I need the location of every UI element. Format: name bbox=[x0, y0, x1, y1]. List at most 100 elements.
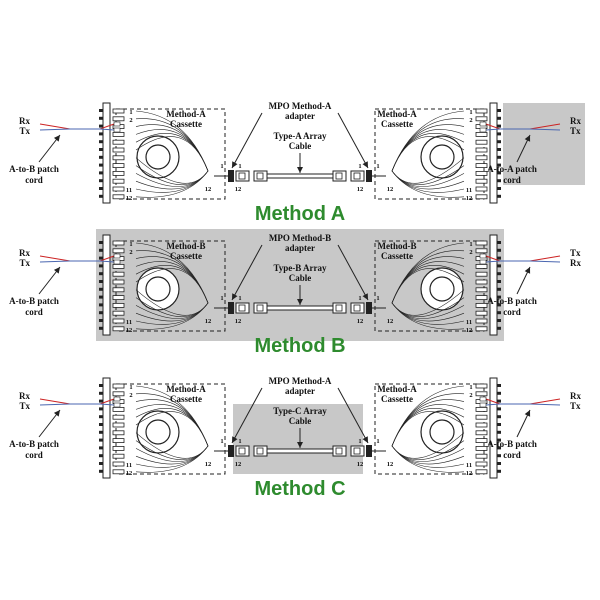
port-connector bbox=[112, 406, 125, 412]
mpo-connector bbox=[332, 302, 347, 314]
port-connector bbox=[475, 422, 488, 428]
port-connector bbox=[475, 186, 488, 192]
adapter-port-number: 1 bbox=[358, 163, 361, 170]
cord-end-label: Rx bbox=[19, 391, 30, 401]
method-title: Method A bbox=[255, 203, 345, 225]
strip-tab bbox=[497, 148, 501, 151]
strip-tab bbox=[99, 454, 103, 458]
mpo-connector bbox=[253, 445, 268, 457]
strip-tab bbox=[99, 264, 103, 268]
connector-ferrule bbox=[256, 304, 264, 312]
rack-strip bbox=[102, 234, 111, 336]
rack-strip bbox=[102, 377, 111, 479]
port-connector bbox=[112, 271, 125, 277]
port-connector bbox=[112, 279, 125, 285]
strip-tab bbox=[99, 155, 103, 159]
mpo-adapter bbox=[366, 445, 372, 457]
adapter-arrow bbox=[337, 244, 369, 301]
adapter-port-number: 12 bbox=[235, 461, 242, 468]
fan-out-fiber bbox=[135, 170, 209, 198]
mpo-adapter bbox=[228, 170, 234, 182]
strip-tab bbox=[99, 423, 103, 426]
adapter-port-number: 12 bbox=[205, 186, 212, 193]
connector-ferrule bbox=[238, 172, 246, 180]
connector-ferrule bbox=[256, 447, 264, 455]
cassette-title: Method-B bbox=[167, 241, 206, 251]
fiber-coil-inner bbox=[145, 144, 171, 170]
strip-tab bbox=[99, 171, 103, 175]
port-number: 2 bbox=[469, 392, 472, 399]
cassette-outline bbox=[115, 383, 226, 475]
arrow-shaft bbox=[231, 112, 263, 169]
fiber-coil-inner bbox=[145, 419, 171, 445]
connector-ferrule bbox=[335, 447, 343, 455]
fan-out-fiber bbox=[391, 170, 465, 198]
strip-tab bbox=[497, 303, 501, 307]
cord-arrow bbox=[38, 409, 61, 438]
strip-tab bbox=[497, 407, 501, 411]
port-connector bbox=[112, 302, 125, 308]
port-connector bbox=[475, 302, 488, 308]
strip-tab bbox=[497, 399, 501, 403]
cord-end-label: Tx bbox=[570, 248, 581, 258]
cord-plug bbox=[479, 127, 487, 133]
strip-tab bbox=[99, 303, 103, 307]
method-panel-b: 121112Method-BCassette121112Method-BCass… bbox=[9, 229, 581, 357]
port-connector bbox=[112, 287, 125, 293]
fan-out-fiber bbox=[391, 411, 465, 447]
strip-tab bbox=[497, 415, 501, 419]
strip-tab bbox=[497, 326, 501, 330]
port-connector bbox=[475, 139, 488, 145]
port-connector bbox=[475, 383, 488, 389]
strip-tab bbox=[99, 109, 103, 112]
mpo-adapter bbox=[366, 170, 372, 182]
port-connector bbox=[112, 170, 125, 176]
trunk-cable bbox=[266, 448, 334, 454]
port-connector bbox=[112, 469, 125, 475]
strip-tab bbox=[497, 187, 501, 190]
fiber-coil-inner bbox=[145, 276, 171, 302]
adapter-label: adapter bbox=[285, 386, 315, 396]
strip-tab bbox=[497, 272, 501, 276]
strip-tab bbox=[497, 311, 501, 315]
port-connector bbox=[112, 194, 125, 200]
port-number: 12 bbox=[126, 470, 133, 477]
adapter-label: MPO Method-A bbox=[269, 376, 332, 386]
strip-tab bbox=[99, 430, 103, 434]
adapter-port-number: 12 bbox=[387, 461, 394, 468]
adapter-port-number: 12 bbox=[357, 318, 364, 325]
cord-caption: cord bbox=[503, 307, 521, 317]
cord-fiber bbox=[485, 260, 561, 263]
port-connector bbox=[475, 240, 488, 246]
strip-tab bbox=[99, 384, 103, 387]
adapter-port-number: 1 bbox=[358, 295, 361, 302]
port-connector bbox=[112, 139, 125, 145]
port-connector bbox=[112, 326, 125, 332]
cord-plug bbox=[113, 396, 121, 402]
cord-plug bbox=[479, 396, 487, 402]
fiber-coil-inner bbox=[429, 144, 455, 170]
port-connector bbox=[112, 295, 125, 301]
fan-out-fiber bbox=[135, 445, 209, 473]
port-number: 2 bbox=[129, 249, 132, 256]
cord-fiber bbox=[39, 128, 115, 131]
mpo-connector bbox=[350, 302, 365, 314]
arrow-head bbox=[297, 299, 303, 305]
fan-out-fiber bbox=[135, 136, 209, 172]
cord-end-label: Rx bbox=[19, 116, 30, 126]
port-connector bbox=[475, 453, 488, 459]
port-connector bbox=[475, 406, 488, 412]
cassette-outline bbox=[374, 240, 485, 332]
mpo-connector bbox=[332, 445, 347, 457]
rack-strip bbox=[489, 102, 498, 204]
port-connector bbox=[112, 116, 125, 122]
cable-label: Type-A Array bbox=[273, 131, 327, 141]
adapter-port-number: 1 bbox=[220, 438, 223, 445]
cord-caption: A-to-B patch bbox=[487, 439, 537, 449]
port-connector bbox=[475, 310, 488, 316]
port-connector bbox=[112, 461, 125, 467]
arrow-head bbox=[524, 135, 531, 142]
cable-label: Cable bbox=[289, 416, 312, 426]
arrow-head bbox=[297, 442, 303, 448]
mpo-connector bbox=[253, 170, 268, 182]
